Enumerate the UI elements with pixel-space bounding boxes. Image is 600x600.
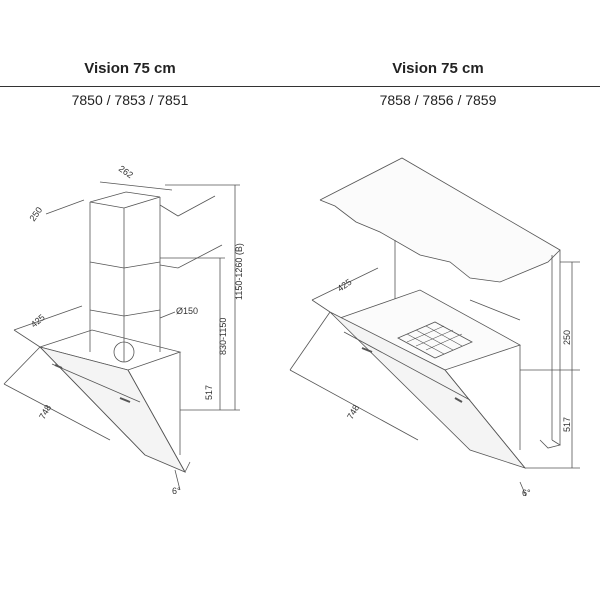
left-dim-top-depth: 262 [117,163,135,180]
left-model-numbers: 7850 / 7853 / 7851 [71,92,189,108]
left-dim-body-height: 517 [204,385,214,400]
right-dim-body-height: 517 [562,417,572,432]
right-dim-mount-height: 250 [562,330,572,345]
right-title: Vision 75 cm [392,60,484,77]
left-dim-angle: 6° [172,486,181,496]
header-divider [0,86,600,87]
left-dim-duct: Ø150 [176,306,198,316]
right-dim-width: 748 [345,403,361,421]
left-dim-total-range: 1150-1260 (B) [234,243,244,300]
left-dim-chimney-range: 830-1150 [218,318,228,355]
left-dimensions: 262 250 425 748 Ø150 517 830-1150 1150-1… [27,163,244,496]
left-dim-body-depth: 425 [29,312,47,329]
right-dim-body-depth: 425 [335,277,353,294]
left-hood-drawing [3,181,240,491]
left-dim-top-width: 250 [27,205,44,223]
right-hood-drawing [289,157,580,497]
right-dim-angle: 6° [522,488,531,498]
left-title: Vision 75 cm [84,60,176,77]
left-dim-width: 748 [37,403,53,421]
right-model-numbers: 7858 / 7856 / 7859 [379,92,497,108]
